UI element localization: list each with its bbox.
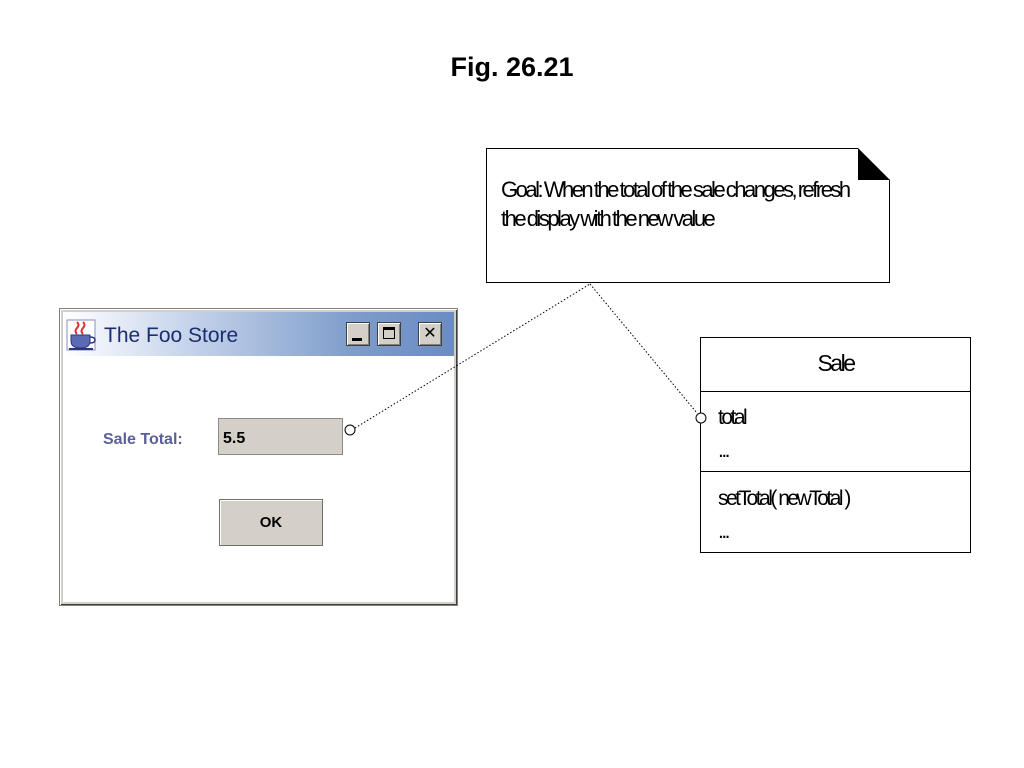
sale-total-field[interactable]: 5.5 bbox=[218, 418, 343, 455]
class-divider bbox=[701, 471, 970, 472]
class-name: Sale bbox=[817, 350, 856, 376]
java-cup-icon bbox=[66, 319, 96, 351]
note-text: Goal: When the total of the sale changes… bbox=[501, 177, 851, 231]
close-icon: ✕ bbox=[423, 323, 437, 342]
uml-note: Goal: When the total of the sale changes… bbox=[486, 148, 890, 283]
foo-store-window: The Foo Store ✕ Sale Total: 5.5 OK bbox=[59, 308, 458, 606]
maximize-button[interactable] bbox=[377, 322, 401, 346]
class-operation: ... bbox=[718, 520, 731, 543]
minimize-button[interactable] bbox=[346, 322, 370, 346]
window-content: Sale Total: 5.5 OK bbox=[63, 356, 454, 602]
uml-class-sale: Sale total ... setTotal( newTotal ) ... bbox=[700, 337, 971, 553]
window-titlebar[interactable]: The Foo Store ✕ bbox=[63, 312, 454, 356]
class-operation: setTotal( newTotal ) bbox=[718, 487, 851, 510]
class-divider bbox=[701, 391, 970, 392]
figure-title: Fig. 26.21 bbox=[450, 52, 574, 82]
maximize-icon bbox=[383, 327, 395, 339]
class-attribute: total bbox=[718, 406, 748, 429]
note-to-attribute-connector bbox=[589, 283, 698, 414]
ok-button[interactable]: OK bbox=[219, 499, 323, 546]
close-button[interactable]: ✕ bbox=[418, 322, 442, 346]
window-title: The Foo Store bbox=[104, 324, 239, 347]
class-attribute: ... bbox=[718, 439, 731, 462]
note-corner-icon bbox=[858, 148, 890, 180]
minimize-icon bbox=[352, 338, 362, 341]
sale-total-label: Sale Total: bbox=[103, 431, 183, 448]
